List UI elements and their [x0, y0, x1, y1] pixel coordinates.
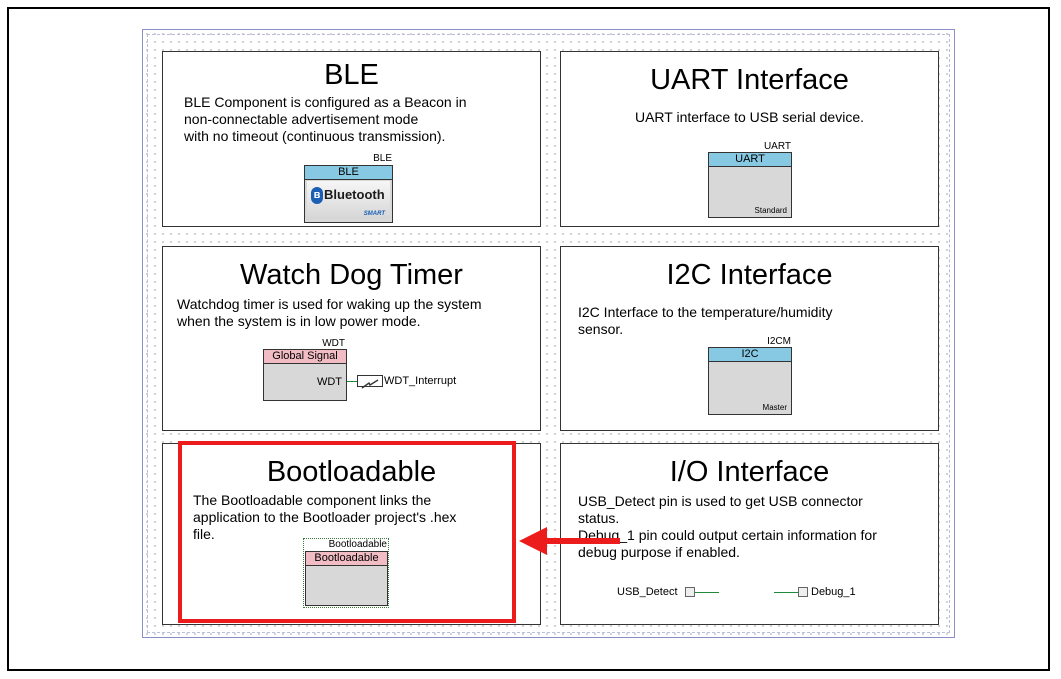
panel-description: Watchdog timer is used for waking up the… — [177, 296, 482, 329]
bluetooth-logo-text: Bluetooth — [324, 187, 385, 202]
panel-title: BLE — [324, 59, 379, 91]
annotation-arrow — [519, 527, 620, 555]
i2c-component[interactable]: I2C Master — [708, 347, 792, 415]
panel-title: I2C Interface — [666, 259, 833, 291]
panel-title: I/O Interface — [669, 456, 830, 488]
lightning-icon — [361, 379, 379, 389]
component-mode-label: Master — [762, 403, 787, 412]
component-instance-name: WDT — [322, 338, 345, 349]
panel-description: I2C Interface to the temperature/humidit… — [578, 304, 833, 337]
component-instance-name: Bootloadable — [328, 539, 387, 550]
wdt-wire — [347, 381, 357, 382]
usb-detect-label: USB_Detect — [617, 586, 678, 598]
debug-label: Debug_1 — [811, 586, 856, 598]
global-signal-component[interactable]: Global Signal WDT — [263, 349, 347, 401]
panel-title: Bootloadable — [266, 456, 437, 488]
component-selection-outline — [303, 538, 389, 608]
ble-panel[interactable]: BLE BLE Component is configured as a Bea… — [162, 51, 541, 227]
output-pin-icon[interactable] — [798, 587, 808, 597]
input-pin-icon[interactable] — [685, 587, 695, 597]
component-instance-name: BLE — [373, 153, 392, 164]
bootloadable-panel[interactable]: Bootloadable The Bootloadable component … — [162, 443, 541, 625]
component-mode-label: Standard — [754, 206, 787, 215]
i2c-panel[interactable]: I2C Interface I2C Interface to the tempe… — [560, 246, 939, 431]
bluetooth-icon: ʙ — [311, 187, 323, 204]
panel-description: UART interface to USB serial device. — [634, 109, 865, 125]
component-instance-name: I2CM — [767, 336, 791, 347]
panel-description: The Bootloadable component links the app… — [193, 492, 457, 542]
interrupt-icon[interactable] — [357, 375, 383, 389]
highlight-box — [178, 441, 516, 623]
usb-detect-wire — [695, 592, 719, 593]
io-panel[interactable]: I/O Interface USB_Detect pin is used to … — [560, 443, 939, 625]
panel-description: USB_Detect pin is used to get USB connec… — [578, 493, 877, 560]
bootloadable-component[interactable]: Bootloadable — [305, 551, 388, 606]
ble-component[interactable]: BLE ʙ Bluetooth SMART — [304, 165, 393, 223]
uart-component[interactable]: UART Standard — [708, 152, 792, 218]
interrupt-label: WDT_Interrupt — [384, 375, 457, 387]
debug-wire — [774, 592, 798, 593]
component-header: Global Signal — [264, 350, 346, 364]
component-header: UART — [709, 153, 791, 167]
panel-title: Watch Dog Timer — [240, 259, 463, 291]
component-header: Bootloadable — [306, 552, 387, 566]
bluetooth-smart-text: SMART — [363, 211, 385, 217]
wdt-panel[interactable]: Watch Dog Timer Watchdog timer is used f… — [162, 246, 541, 431]
sheet-border — [147, 34, 950, 633]
component-header: I2C — [709, 348, 791, 362]
wdt-pin-label: WDT — [316, 376, 342, 388]
panel-description: BLE Component is configured as a Beacon … — [184, 94, 467, 144]
component-instance-name: UART — [763, 141, 791, 152]
bluetooth-logo: ʙ Bluetooth SMART — [307, 181, 390, 219]
component-header: BLE — [305, 166, 392, 180]
panel-title: UART Interface — [650, 64, 849, 96]
uart-panel[interactable]: UART Interface UART interface to USB ser… — [560, 51, 939, 227]
